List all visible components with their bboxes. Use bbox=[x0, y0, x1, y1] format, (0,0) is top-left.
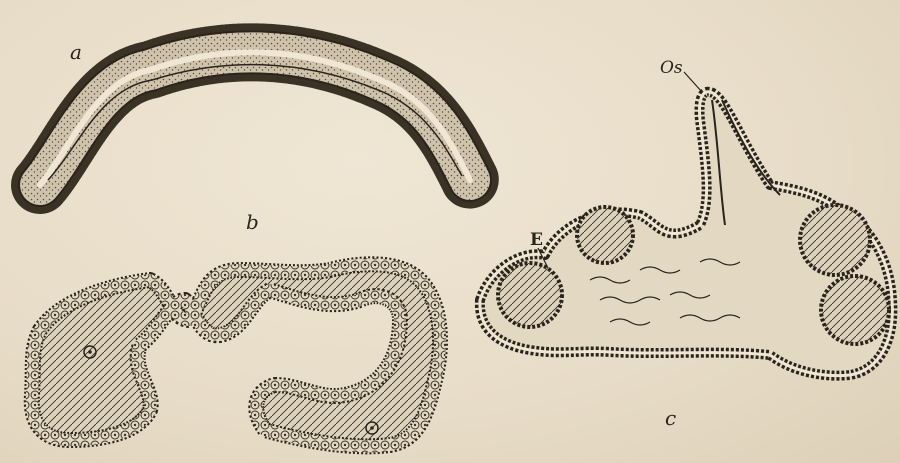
label-Os: Os bbox=[660, 60, 683, 77]
figure-label-c: c bbox=[665, 408, 676, 428]
label-E: E bbox=[530, 232, 543, 249]
figure-a-ciliated-larva bbox=[40, 52, 470, 185]
figure-b-folded-epithelium bbox=[32, 264, 440, 446]
figure-c-organ-section bbox=[480, 72, 893, 376]
figure-label-a: a bbox=[70, 42, 82, 62]
figure-label-b: b bbox=[246, 212, 259, 232]
